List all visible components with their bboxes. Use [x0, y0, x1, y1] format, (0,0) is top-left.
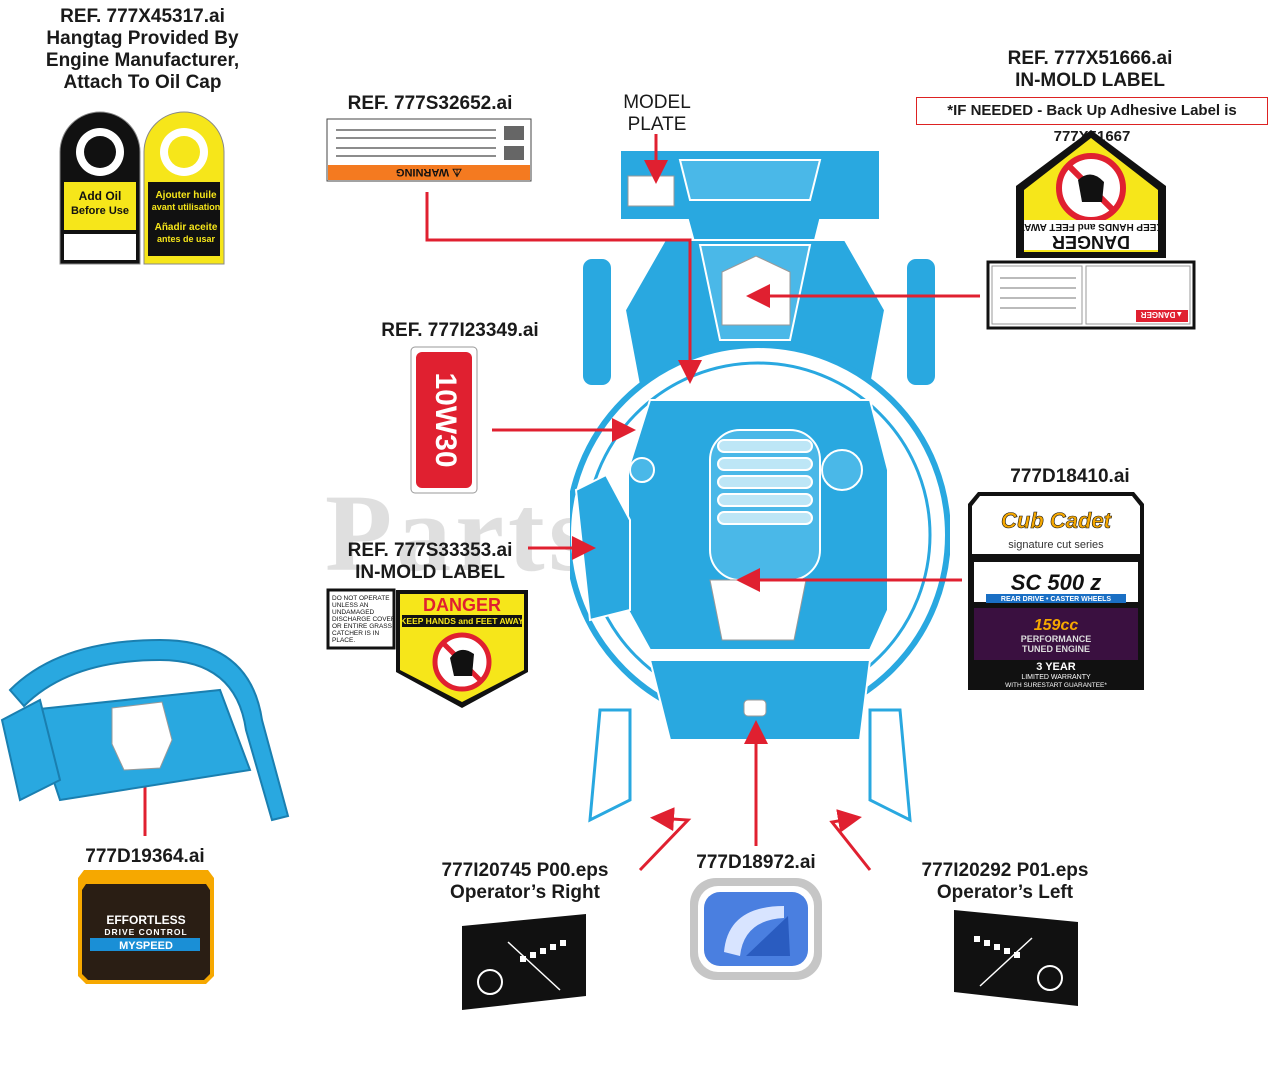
hangtag-yellow-text1: Ajouter huile: [155, 190, 217, 201]
right-label-graphic: [462, 914, 586, 1010]
center-label-graphic: [690, 878, 822, 980]
brand-label-engine2: TUNED ENGINE: [1022, 644, 1090, 654]
brand-label-model: SC 500 z: [1011, 570, 1102, 595]
drive-label-line2: DRIVE CONTROL: [104, 927, 187, 937]
handle-view: [0, 638, 290, 822]
hangtag-yellow-text3: Añadir aceite: [155, 222, 218, 233]
hangtag-caption: REF. 777X45317.ai Hangtag Provided By En…: [20, 6, 265, 94]
model-plate-line1: MODEL: [623, 92, 691, 113]
in-mold-left-ref: REF. 777S33353.ai: [347, 540, 513, 561]
hangtag-yellow-text4: antes de usar: [157, 234, 216, 244]
in-mold-left-sub: IN-MOLD LABEL: [355, 562, 505, 583]
brand-label-cc: 159cc: [1034, 617, 1079, 634]
left-label-graphic: [954, 910, 1078, 1006]
in-mold-left-keep: KEEP HANDS and FEET AWAY: [400, 616, 524, 626]
brand-label-brand: Cub Cadet: [1001, 508, 1113, 533]
model-plate-caption: MODEL PLATE: [612, 92, 702, 136]
in-mold-top-caption: REF. 777X51666.ai IN-MOLD LABEL: [960, 48, 1220, 92]
warning-label-banner: ⚠ WARNING: [396, 166, 462, 178]
hangtag-graphic: Add Oil Before Use Ajouter huile avant u…: [59, 111, 225, 265]
in-mold-left-side1: DO NOT OPERATE: [332, 595, 390, 602]
in-mold-left-side7: PLACE.: [332, 637, 355, 644]
in-mold-top-small-danger: ▲DANGER: [1140, 310, 1183, 319]
drive-label-line1: EFFORTLESS: [106, 913, 185, 927]
in-mold-left-side2: UNLESS AN: [332, 602, 369, 609]
warning-label-ref: REF. 777S32652.ai: [347, 93, 513, 114]
brand-label-ref: 777D18410.ai: [1010, 466, 1130, 487]
in-mold-top-danger: DANGER: [1052, 232, 1130, 252]
warning-label-graphic: ⚠ WARNING: [326, 118, 532, 182]
left-label-ref: 777I20292 P01.eps: [921, 860, 1089, 881]
drive-label-line3: MYSPEED: [119, 940, 173, 952]
model-plate-line2: PLATE: [627, 114, 687, 135]
arrow-warning-label: [425, 192, 702, 384]
arrow-operator-right: [638, 807, 692, 872]
right-label-sub: Operator’s Right: [450, 882, 600, 903]
brand-label-warranty3: WITH SURESTART GUARANTEE*: [1005, 682, 1107, 689]
hangtag-line2: Engine Manufacturer,: [45, 50, 240, 71]
in-mold-left-side4: DISCHARGE COVER: [332, 616, 396, 623]
hangtag-ref: REF. 777X45317.ai: [60, 6, 225, 27]
oil-label-text: 10W30: [429, 372, 462, 467]
brand-label-warranty2: LIMITED WARRANTY: [1021, 674, 1091, 681]
left-label-caption: 777I20292 P01.eps Operator’s Left: [900, 860, 1110, 904]
right-label-ref: 777I20745 P00.eps: [441, 860, 609, 881]
hangtag-black-text1: Add Oil: [79, 189, 122, 203]
brand-label-warranty1: 3 YEAR: [1036, 661, 1076, 673]
in-mold-top-graphic: KEEP HANDS and FEET AWAY DANGER ▲DANGER: [986, 130, 1196, 330]
in-mold-left-side6: CATCHER IS IN: [332, 630, 379, 637]
brand-label-series: signature cut series: [1008, 539, 1104, 551]
brand-label-drive: REAR DRIVE • CASTER WHEELS: [1001, 596, 1112, 603]
right-label-caption: 777I20745 P00.eps Operator’s Right: [420, 860, 630, 904]
in-mold-top-ref: REF. 777X51666.ai: [1007, 48, 1173, 69]
in-mold-top-sub: IN-MOLD LABEL: [1015, 70, 1165, 91]
in-mold-left-graphic: DO NOT OPERATE UNLESS AN UNDAMAGED DISCH…: [326, 588, 528, 708]
brand-label-engine1: PERFORMANCE: [1021, 634, 1092, 644]
in-mold-left-side5: OR ENTIRE GRASS: [332, 623, 393, 630]
hangtag-line3: Attach To Oil Cap: [63, 72, 222, 93]
in-mold-left-danger: DANGER: [423, 595, 501, 615]
arrow-operator-left: [829, 809, 872, 871]
oil-label-graphic: 10W30: [410, 346, 478, 494]
left-label-sub: Operator’s Left: [936, 882, 1074, 903]
hangtag-yellow-text2: avant utilisation: [152, 202, 221, 212]
drive-label-graphic: EFFORTLESS DRIVE CONTROL MYSPEED: [78, 870, 214, 984]
in-mold-left-side3: UNDAMAGED: [332, 609, 375, 616]
center-label-ref: 777D18972.ai: [696, 852, 816, 873]
hangtag-black-text2: Before Use: [71, 205, 129, 217]
drive-label-ref: 777D19364.ai: [85, 846, 205, 867]
brand-label-graphic: Cub Cadet signature cut series SC 500 z …: [968, 492, 1144, 690]
hangtag-line1: Hangtag Provided By: [46, 28, 239, 49]
in-mold-top-keep: KEEP HANDS and FEET AWAY: [1018, 221, 1164, 232]
in-mold-top-note: *IF NEEDED - Back Up Adhesive Label is 7…: [916, 97, 1268, 145]
oil-label-ref: REF. 777I23349.ai: [381, 320, 539, 341]
in-mold-left-caption: REF. 777S33353.ai IN-MOLD LABEL: [330, 540, 530, 584]
